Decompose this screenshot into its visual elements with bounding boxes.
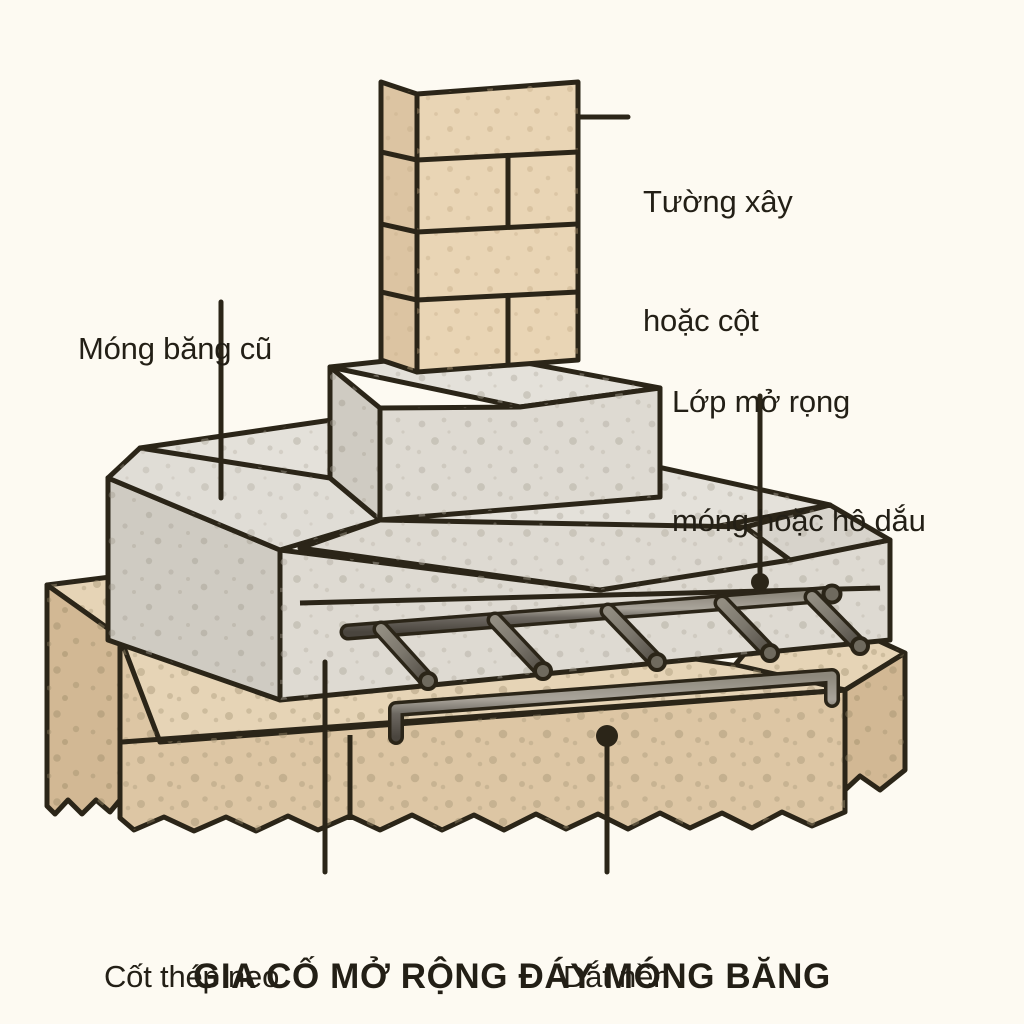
label-widening-layer-line1: Lớp mở rọng	[672, 384, 851, 420]
rebar-dowel-5	[803, 588, 870, 656]
label-subgrade-soil: Dắt nền	[563, 878, 670, 1024]
concrete-pedestal-block	[327, 349, 663, 523]
label-widening-layer-line2: móng hoặc hô dắu	[672, 503, 926, 539]
label-wall-or-column: Tường xây hoặc cột	[643, 103, 793, 420]
leader-dot-subgrade-soil	[596, 725, 618, 747]
diagram-title: GIA CỐ MỞ RỘNG ĐÁY MÓNG BĂNG	[193, 957, 831, 996]
rebar-dowel-2	[486, 611, 553, 681]
masonry-column	[378, 79, 581, 375]
leader-lines	[218, 114, 769, 875]
label-subgrade-soil-line1: Dắt nền	[563, 959, 671, 995]
rebar-dowel-4	[713, 594, 780, 663]
label-wall-or-column-line1: Tường xây	[643, 184, 793, 220]
rebar-dowel-3	[599, 602, 667, 672]
rebar-dowel-1	[372, 620, 438, 691]
label-widening-layer: Lớp mở rọng móng hoặc hô dắu	[672, 303, 926, 620]
label-old-strip-footing-line1: Móng băng cũ	[78, 331, 273, 367]
anchor-rebar-assembly	[339, 583, 870, 745]
leader-dot-widening-layer	[751, 573, 769, 591]
rebar-longitudinal-upper	[339, 583, 843, 641]
label-wall-or-column-line2: hoặc cột	[643, 303, 759, 339]
label-anchor-rebar-line1: Cốt thép neo	[104, 959, 280, 995]
label-anchor-rebar: Cốt thép neo	[104, 878, 279, 1024]
label-old-strip-footing: Móng băng cũ	[78, 250, 272, 448]
rebar-bottom-tie-bar	[388, 668, 840, 745]
